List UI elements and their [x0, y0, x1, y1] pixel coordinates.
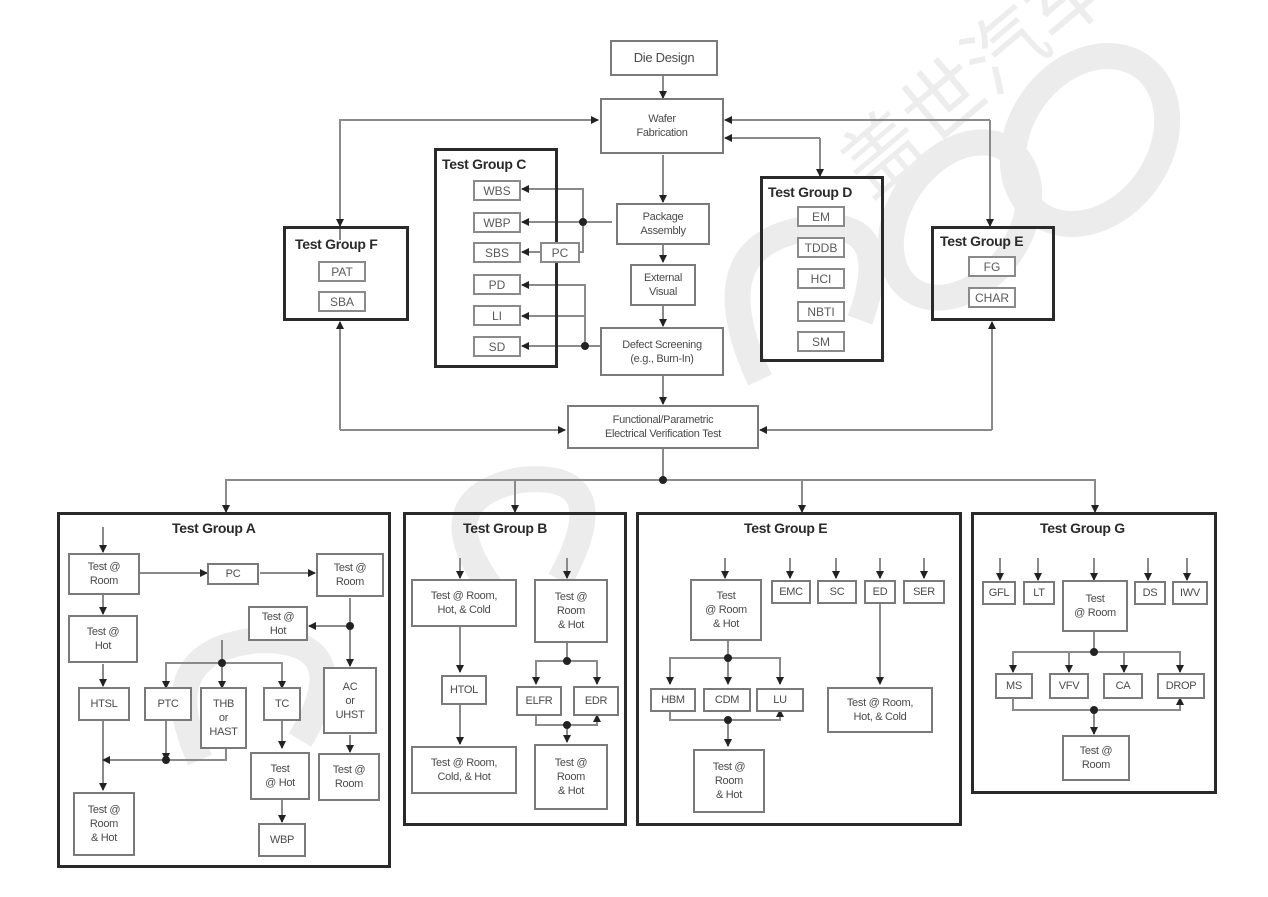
test-c-pc: PC — [540, 242, 580, 263]
junction-dot — [724, 716, 732, 724]
a-test-room-3: Test @ Room — [318, 753, 380, 801]
defect-screening-box: Defect Screening (e.g., Burn-In) — [600, 327, 724, 376]
wafer-fabrication-box: Wafer Fabrication — [600, 98, 724, 154]
a-test-hot-2: Test @ Hot — [248, 606, 308, 641]
test-e-fg: FG — [968, 256, 1016, 277]
a-ptc: PTC — [144, 687, 192, 721]
test-group-b — [403, 512, 627, 826]
junction-dot — [1090, 706, 1098, 714]
test-d-sm: SM — [797, 331, 845, 352]
b-elfr: ELFR — [516, 686, 562, 716]
test-group-e-top — [931, 226, 1055, 321]
test-c-wbs: WBS — [473, 180, 521, 201]
a-test-room-1: Test @ Room — [68, 553, 140, 595]
a-htsl: HTSL — [78, 687, 130, 721]
g-drop: DROP — [1157, 673, 1205, 699]
external-visual-box: External Visual — [630, 264, 696, 306]
junction-dot — [162, 756, 170, 764]
b-htol: HTOL — [441, 675, 487, 705]
test-d-tddb: TDDB — [797, 237, 845, 258]
junction-dot — [346, 622, 354, 630]
e-ser: SER — [903, 580, 945, 604]
test-group-e-top-title: Test Group E — [940, 233, 1024, 249]
e-sc: SC — [817, 580, 857, 604]
test-d-hci: HCI — [797, 268, 845, 289]
e-cdm: CDM — [703, 688, 751, 712]
a-ac-uhst: AC or UHST — [323, 667, 377, 734]
test-group-a — [57, 512, 391, 868]
g-vfv: VFV — [1049, 673, 1089, 699]
test-c-sd: SD — [473, 336, 521, 357]
g-ca: CA — [1103, 673, 1143, 699]
test-group-g-title: Test Group G — [1040, 520, 1125, 536]
e-test-room-hot-2: Test @ Room & Hot — [693, 749, 765, 813]
test-group-a-title: Test Group A — [172, 520, 256, 536]
b-test-room-hot-1: Test @ Room & Hot — [534, 579, 608, 643]
test-group-e — [636, 512, 962, 826]
test-d-nbti: NBTI — [797, 301, 845, 322]
e-lu: LU — [756, 688, 804, 712]
a-wbp: WBP — [258, 823, 306, 857]
junction-dot — [218, 659, 226, 667]
test-f-sba: SBA — [318, 291, 366, 312]
test-group-g — [971, 512, 1217, 794]
e-ed: ED — [864, 580, 896, 604]
test-group-c-title: Test Group C — [442, 156, 527, 172]
g-test-room-2: Test @ Room — [1062, 735, 1130, 781]
g-lt: LT — [1023, 581, 1055, 605]
test-c-li: LI — [473, 305, 521, 326]
test-group-f-title: Test Group F — [295, 236, 378, 252]
a-test-hot-1: Test @ Hot — [68, 615, 138, 663]
junction-dot — [563, 721, 571, 729]
test-group-d-title: Test Group D — [768, 184, 853, 200]
b-test-room-hot-cold: Test @ Room, Hot, & Cold — [411, 579, 517, 627]
test-d-em: EM — [797, 206, 845, 227]
e-emc: EMC — [771, 580, 811, 604]
test-e-char: CHAR — [968, 287, 1016, 308]
a-test-room-2: Test @ Room — [316, 553, 384, 597]
g-ms: MS — [995, 673, 1033, 699]
b-test-room-hot-2: Test @ Room & Hot — [534, 744, 608, 810]
b-test-room-cold-hot: Test @ Room, Cold, & Hot — [411, 746, 517, 794]
test-c-sbs: SBS — [473, 242, 521, 263]
junction-dot — [579, 218, 587, 226]
a-test-hot-3: Test @ Hot — [250, 752, 310, 800]
junction-dot — [581, 342, 589, 350]
test-group-b-title: Test Group B — [463, 520, 548, 536]
a-tc: TC — [263, 687, 301, 721]
test-c-wbp: WBP — [473, 212, 521, 233]
test-group-d — [760, 176, 884, 362]
test-group-f — [283, 226, 409, 321]
e-hbm: HBM — [650, 688, 696, 712]
junction-dot — [563, 657, 571, 665]
test-c-pd: PD — [473, 274, 521, 295]
g-ds: DS — [1134, 581, 1166, 605]
a-thb-hast: THB or HAST — [200, 687, 247, 749]
test-f-pat: PAT — [318, 261, 366, 282]
a-test-room-hot: Test @ Room & Hot — [73, 792, 135, 856]
junction-dot — [1090, 648, 1098, 656]
functional-parametric-test-box: Functional/Parametric Electrical Verific… — [567, 405, 759, 449]
g-gfl: GFL — [982, 581, 1016, 605]
e-test-room-hot-cold: Test @ Room, Hot, & Cold — [827, 687, 933, 733]
g-iwv: IWV — [1172, 581, 1208, 605]
a-pc: PC — [207, 563, 259, 585]
g-test-room-1: Test @ Room — [1062, 580, 1128, 632]
package-assembly-box: Package Assembly — [616, 203, 710, 245]
test-group-e-title: Test Group E — [744, 520, 828, 536]
b-edr: EDR — [573, 686, 619, 716]
die-design-box: Die Design — [610, 40, 718, 76]
junction-dot — [724, 654, 732, 662]
e-test-room-hot-1: Test @ Room & Hot — [690, 579, 762, 641]
junction-dot — [659, 476, 667, 484]
